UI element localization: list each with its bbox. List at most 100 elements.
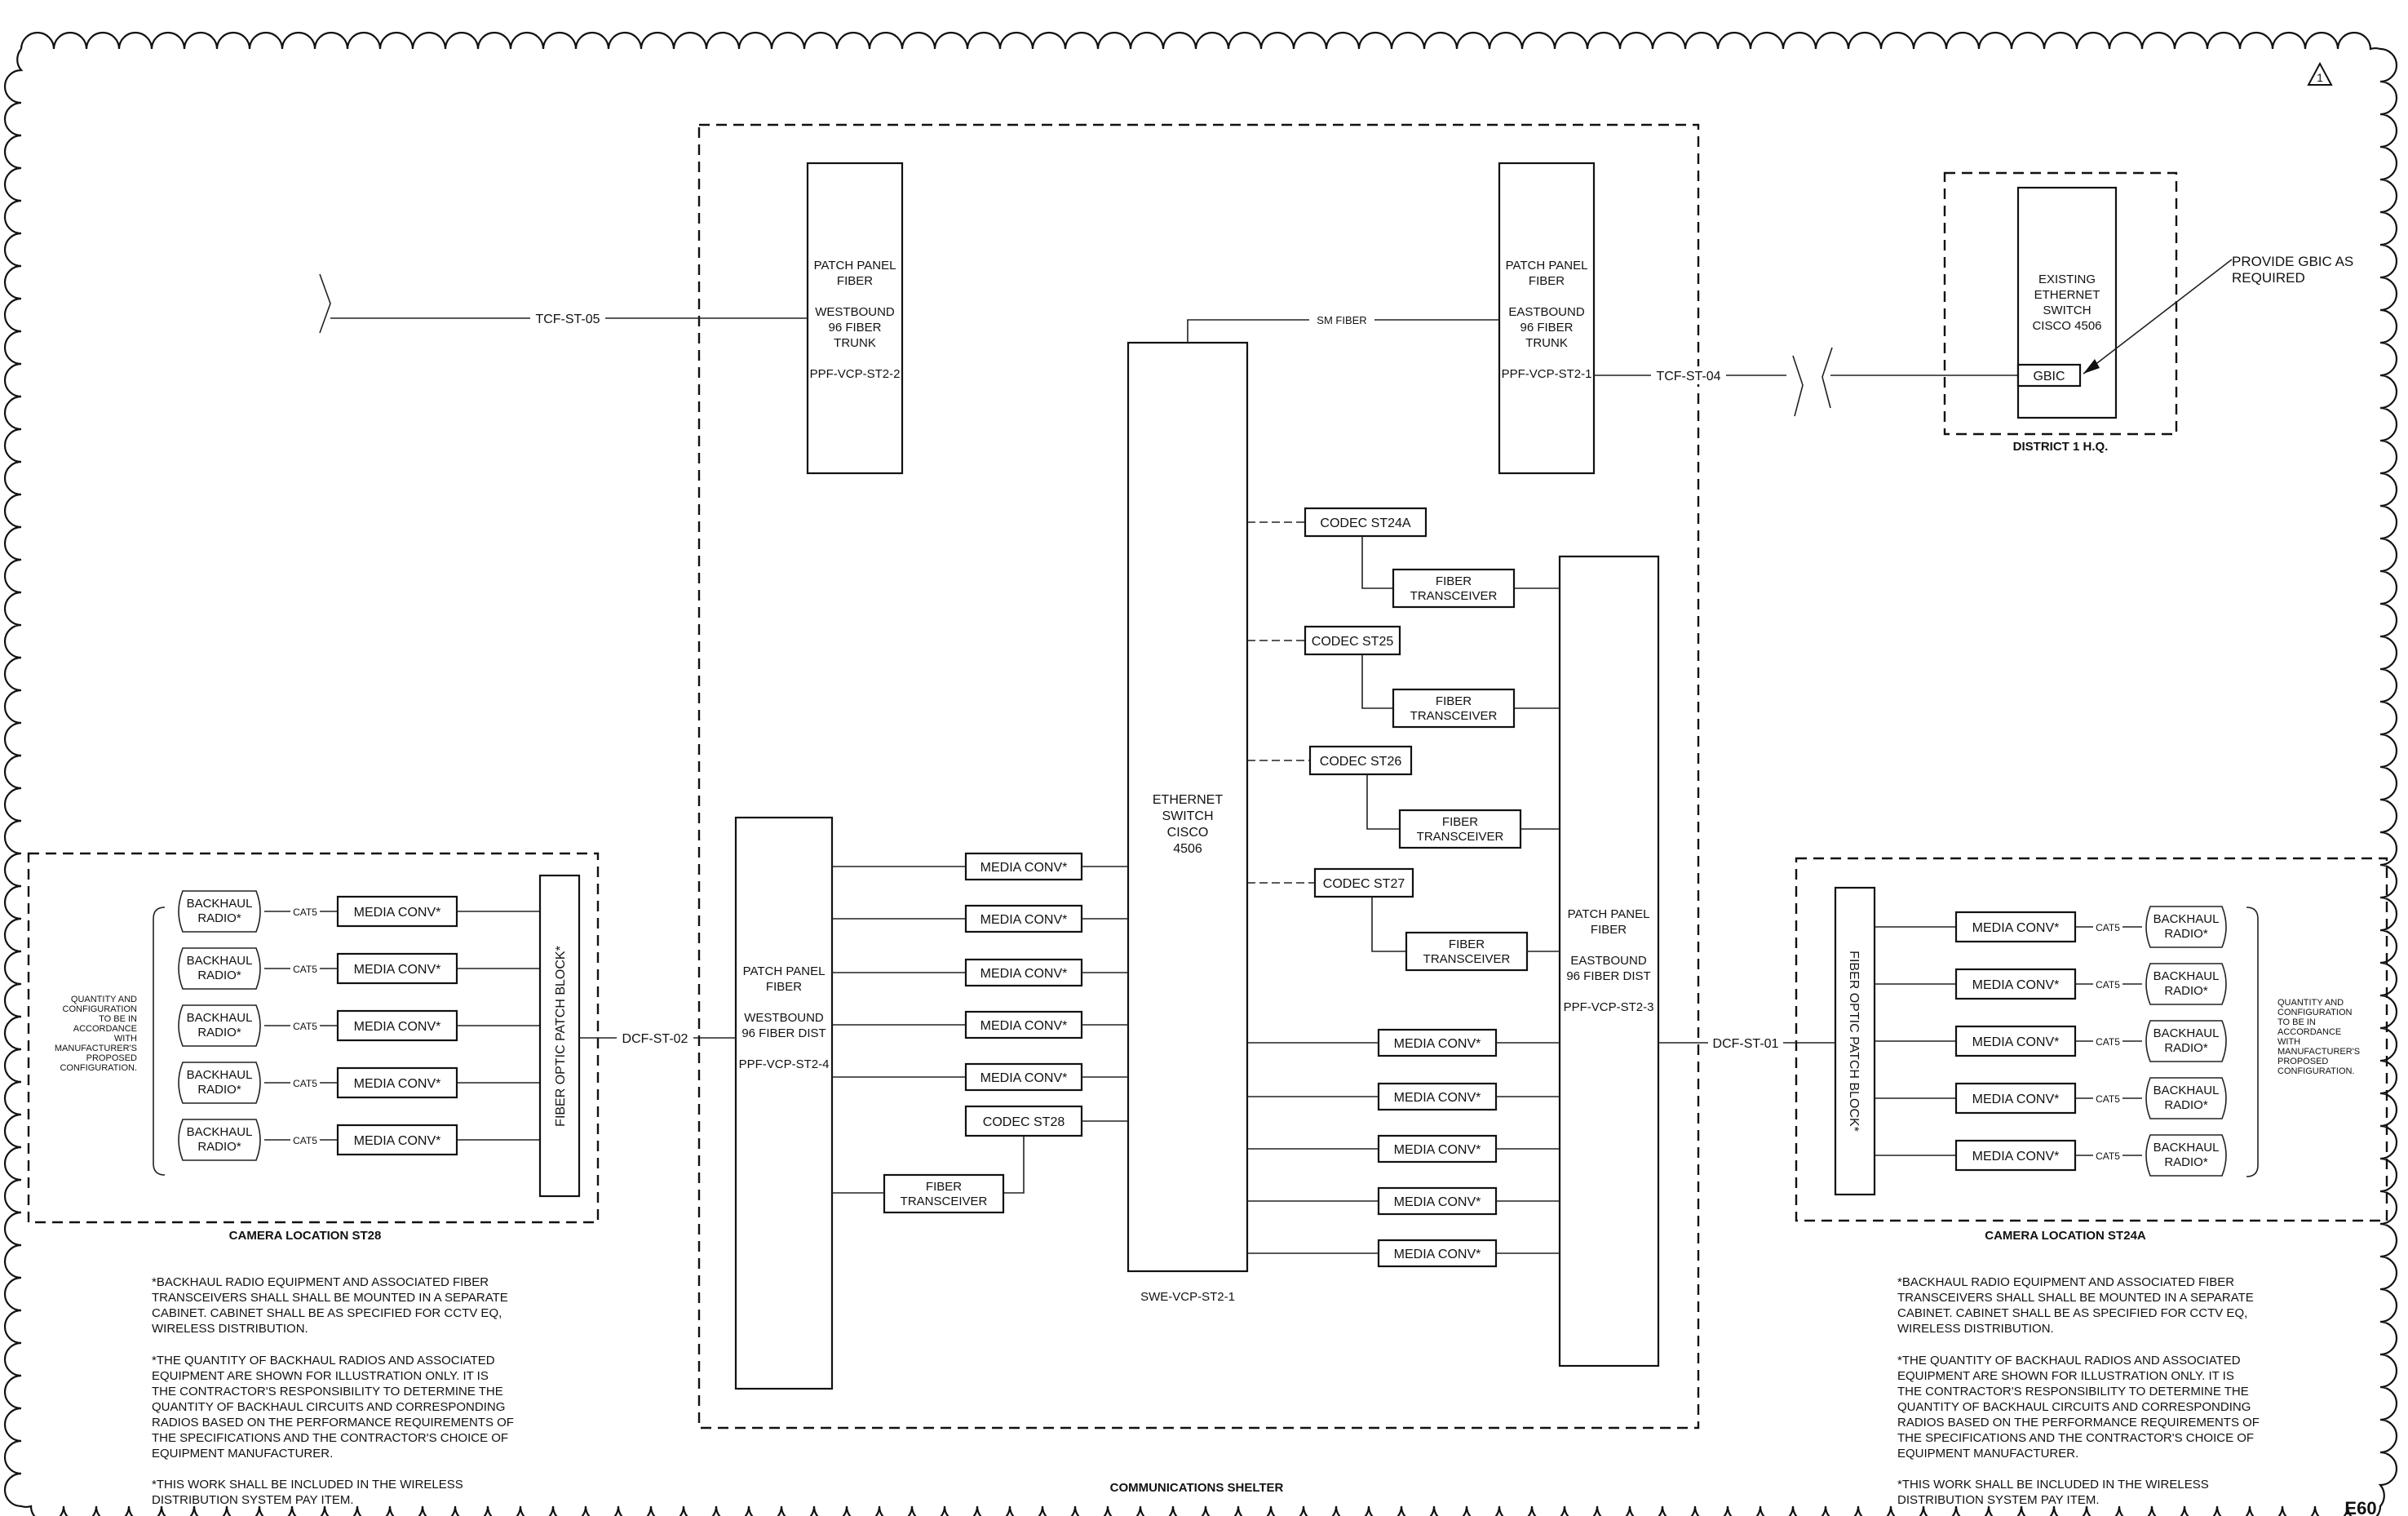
quantity-note-line: MANUFACTURER'S <box>55 1044 137 1053</box>
note-text: *THIS WORK SHALL BE INCLUDED IN THE WIRE… <box>1897 1478 2209 1492</box>
media-converter-label: MEDIA CONV* <box>980 861 1068 875</box>
patch-panel-label-line: PATCH PANEL <box>743 964 826 978</box>
cat5-label: CAT5 <box>2096 1036 2120 1048</box>
media-converter-label: MEDIA CONV* <box>1972 978 2060 992</box>
tcf-west-cable: TCF-ST-05 <box>319 273 808 334</box>
note-text: *THIS WORK SHALL BE INCLUDED IN THE WIRE… <box>152 1478 463 1492</box>
patch-panel-westbound-trunk <box>806 162 904 475</box>
patch-panel-eastbound-dist <box>1558 555 1660 1368</box>
quantity-note-line: WITH <box>2277 1037 2300 1047</box>
revision-number: 1 <box>2317 71 2323 84</box>
patch-panel-label-line: WESTBOUND <box>815 305 895 319</box>
media-converter: MEDIA CONV* <box>832 1010 1128 1039</box>
media-converter-box <box>336 895 458 928</box>
sm-fiber-link <box>1187 319 1499 343</box>
codec-box <box>1304 507 1428 538</box>
cat5-label: CAT5 <box>293 1135 317 1146</box>
fiber-transceiver-label: TRANSCEIVER <box>1417 830 1504 844</box>
backhaul-radio-label: RADIO* <box>2164 1041 2208 1055</box>
backhaul-radio-label: RADIO* <box>2164 1155 2208 1169</box>
patch-panel-label-line: 96 FIBER DIST <box>741 1026 826 1040</box>
backhaul-radio <box>178 1004 261 1047</box>
media-converter: MEDIA CONV* <box>832 1062 1128 1092</box>
fiber-transceiver-label: TRANSCEIVER <box>1410 589 1498 603</box>
media-converter-box <box>964 1010 1083 1039</box>
backhaul-radio-label: RADIO* <box>2164 1098 2208 1112</box>
cat5-label: CAT5 <box>2096 1150 2120 1162</box>
backhaul-radio-label: RADIO* <box>197 1026 241 1039</box>
backhaul-radio <box>178 1119 261 1161</box>
patch-panel-westbound-dist <box>734 816 834 1390</box>
backhaul-radio <box>2145 1020 2227 1062</box>
codec-box <box>1308 745 1413 776</box>
media-converter-box <box>1377 1186 1498 1216</box>
revision-triangle: 1 <box>2307 61 2333 86</box>
patch-panel-label-line: TRUNK <box>834 336 876 350</box>
fiber-transceiver-label: TRANSCEIVER <box>1423 952 1511 966</box>
media-converter: MEDIA CONV* <box>832 852 1128 881</box>
district-hq-boundary <box>1943 171 2178 436</box>
district-title: DISTRICT 1 H.Q. <box>2013 440 2109 454</box>
backhaul-radio <box>178 1062 261 1104</box>
media-converter: MEDIA CONV* <box>832 904 1128 933</box>
media-converter-box <box>964 1062 1083 1092</box>
revision-cloud <box>3 31 2398 1516</box>
backhaul-radio-label: BACKHAUL <box>2153 1141 2220 1155</box>
backhaul-radio-label: BACKHAUL <box>2153 1084 2220 1097</box>
switch-label-line: 4506 <box>1173 842 1202 856</box>
quantity-note-line: ACCORDANCE <box>2277 1027 2341 1037</box>
patch-panel-label-line: PATCH PANEL <box>814 259 896 273</box>
media-converter-label: MEDIA CONV* <box>1972 921 2060 935</box>
codec-label: CODEC ST27 <box>1323 877 1405 891</box>
note-text: EQUIPMENT MANUFACTURER. <box>1897 1447 2078 1461</box>
camera-location-title: CAMERA LOCATION ST24A <box>1985 1229 2146 1243</box>
quantity-note-line: CONFIGURATION. <box>60 1063 137 1073</box>
note-text: *THE QUANTITY OF BACKHAUL RADIOS AND ASS… <box>152 1354 495 1368</box>
patch-panel-label-line: EASTBOUND <box>1508 305 1585 319</box>
patch-panel-label-line: 96 FIBER <box>1520 321 1573 335</box>
notes-right: *BACKHAUL RADIO EQUIPMENT AND ASSOCIATED… <box>1897 1275 2260 1507</box>
backhaul-radio-label: RADIO* <box>2164 927 2208 941</box>
patch-panel-label-line: EASTBOUND <box>1570 954 1647 968</box>
switch-label-line: ETHERNET <box>1153 793 1223 807</box>
media-converter-label: MEDIA CONV* <box>354 1020 441 1034</box>
patch-panel-label-line: FIBER <box>837 274 873 288</box>
patch-panel-eastbound-trunk <box>1498 162 1596 475</box>
fiber-transceiver-label: TRANSCEIVER <box>901 1195 988 1208</box>
cat5-label: CAT5 <box>293 1021 317 1032</box>
fiber-transceiver-label: TRANSCEIVER <box>1410 709 1498 723</box>
media-converter: MEDIA CONV* <box>1247 1082 1560 1111</box>
quantity-note-line: PROPOSED <box>86 1053 137 1063</box>
media-converter: MEDIA CONV* <box>1247 1186 1560 1216</box>
media-converter-label: MEDIA CONV* <box>354 1134 441 1148</box>
codec-box <box>1304 625 1401 656</box>
media-converter-label: MEDIA CONV* <box>980 967 1068 981</box>
media-converter: MEDIA CONV* <box>1247 1028 1560 1057</box>
patch-panel-label-line: PPF-VCP-ST2-4 <box>739 1057 830 1071</box>
cat5-label: CAT5 <box>293 964 317 975</box>
backhaul-radio-label: BACKHAUL <box>2153 912 2220 926</box>
sheet-number: E60 <box>2344 1498 2376 1516</box>
quantity-note-line: ACCORDANCE <box>73 1024 137 1034</box>
patch-panel-label-line: PPF-VCP-ST2-1 <box>1502 367 1592 381</box>
patch-panel-label-line: FIBER <box>766 980 802 994</box>
tcf-east-cable: TCF-ST-04 <box>1594 347 2018 417</box>
codec-to-transceiver-link <box>1366 774 1400 830</box>
media-converter-label: MEDIA CONV* <box>1394 1091 1481 1105</box>
quantity-note-line: MANUFACTURER'S <box>2277 1047 2360 1057</box>
